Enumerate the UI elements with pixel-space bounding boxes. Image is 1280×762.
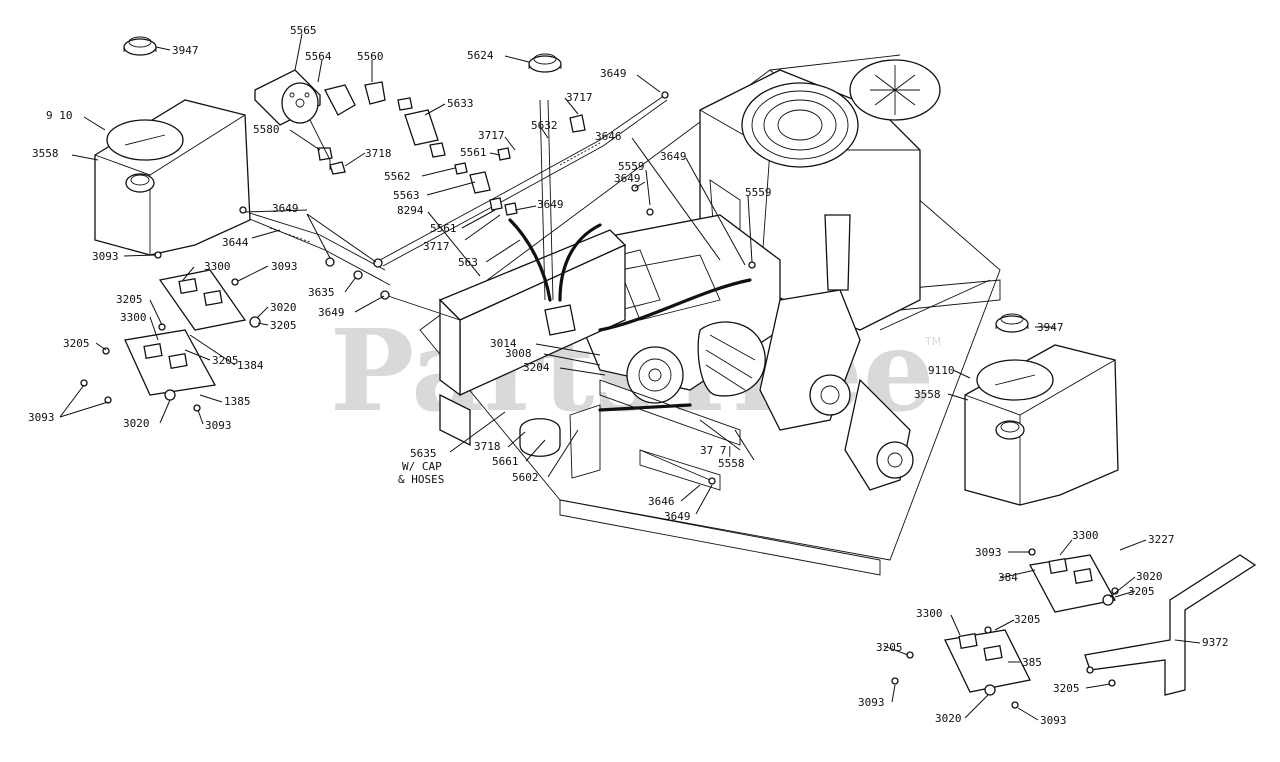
label-384: 384 bbox=[998, 571, 1018, 584]
bracket-right-upper bbox=[1029, 554, 1117, 613]
label-3205: 3205 bbox=[212, 354, 239, 367]
label-3093: 3093 bbox=[28, 411, 55, 424]
label-9372: 9372 bbox=[1202, 636, 1229, 649]
label-3649: 3649 bbox=[537, 198, 564, 211]
label-3300: 3300 bbox=[120, 311, 147, 324]
label-3093: 3093 bbox=[271, 260, 298, 273]
label-9110: 9110 bbox=[928, 364, 955, 377]
label-1385: 1385 bbox=[224, 395, 251, 408]
label-3771: 37 7| bbox=[700, 444, 733, 457]
label-5633: 5633 bbox=[447, 97, 474, 110]
pump-pulley bbox=[626, 346, 684, 404]
label-3649: 3649 bbox=[600, 67, 627, 80]
label-3717: 3717 bbox=[566, 91, 593, 104]
label-3300: 3300 bbox=[1072, 529, 1099, 542]
label-3649: 3649 bbox=[272, 202, 299, 215]
fuel-cap-top bbox=[123, 36, 157, 56]
label-5565: 5565 bbox=[290, 24, 317, 37]
label-3717: 3717 bbox=[423, 240, 450, 253]
label-3204: 3204 bbox=[523, 361, 550, 374]
label-3205: 3205 bbox=[1053, 682, 1080, 695]
label-3014: 3014 bbox=[490, 337, 517, 350]
leader-lines bbox=[59, 33, 1201, 721]
label-1384: 1384 bbox=[237, 359, 264, 372]
label-5635: 5635 bbox=[410, 447, 437, 460]
label-3093: 3093 bbox=[858, 696, 885, 709]
label-8294: 8294 bbox=[397, 204, 424, 217]
label-3558: 3558 bbox=[914, 388, 941, 401]
label-5602: 5602 bbox=[512, 471, 539, 484]
label-5632: 5632 bbox=[531, 119, 558, 132]
label-3644: 3644 bbox=[222, 236, 249, 249]
label-3020: 3020 bbox=[123, 417, 150, 430]
bracket-left-upper bbox=[158, 269, 247, 331]
watermark-trademark: TM bbox=[924, 335, 941, 348]
label-3205: 3205 bbox=[116, 293, 143, 306]
label-3205: 3205 bbox=[63, 337, 90, 350]
label-3093: 3093 bbox=[205, 419, 232, 432]
label-385: 385 bbox=[1022, 656, 1042, 669]
reservoir bbox=[519, 418, 561, 457]
frame-channel bbox=[438, 229, 741, 491]
fuel-filter bbox=[254, 69, 586, 216]
fuel-cap-center bbox=[528, 53, 562, 73]
label-5559: 5559 bbox=[745, 186, 772, 199]
label-3558: 3558 bbox=[32, 147, 59, 160]
part-labels: 3947 5565 5564 5560 5624 3649 9 10 3558 … bbox=[28, 24, 1229, 727]
label-3020: 3020 bbox=[935, 712, 962, 725]
label-3649: 3649 bbox=[614, 172, 641, 185]
label-5580: 5580 bbox=[253, 123, 280, 136]
label-5661: 5661 bbox=[492, 455, 519, 468]
label-3718: 3718 bbox=[474, 440, 501, 453]
label-5561: 5561 bbox=[430, 222, 457, 235]
label-5561: 5561 bbox=[460, 146, 487, 159]
engine-screen bbox=[741, 82, 859, 168]
label-563: 563 bbox=[458, 256, 478, 269]
label-5564: 5564 bbox=[305, 50, 332, 63]
label-5635-hoses: & HOSES bbox=[398, 473, 444, 486]
label-3227: 3227 bbox=[1148, 533, 1175, 546]
label-3635: 3635 bbox=[308, 286, 335, 299]
label-3718: 3718 bbox=[365, 147, 392, 160]
label-3717: 3717 bbox=[478, 129, 505, 142]
tow-handle bbox=[1084, 554, 1257, 696]
label-3205: 3205 bbox=[876, 641, 903, 654]
fuel-tank-left bbox=[94, 99, 251, 256]
label-3947: 3947 bbox=[1037, 321, 1064, 334]
label-5562: 5562 bbox=[384, 170, 411, 183]
label-3646: 3646 bbox=[648, 495, 675, 508]
label-5559: 5559 bbox=[618, 160, 645, 173]
label-3093: 3093 bbox=[1040, 714, 1067, 727]
label-3649: 3649 bbox=[664, 510, 691, 523]
label-3649: 3649 bbox=[660, 150, 687, 163]
label-5560: 5560 bbox=[357, 50, 384, 63]
label-3646: 3646 bbox=[595, 130, 622, 143]
label-3093: 3093 bbox=[975, 546, 1002, 559]
label-3205: 3205 bbox=[1128, 585, 1155, 598]
label-3020: 3020 bbox=[270, 301, 297, 314]
label-3947: 3947 bbox=[172, 44, 199, 57]
bracket-left-lower bbox=[124, 329, 217, 396]
label-9110: 9 10 bbox=[46, 109, 73, 122]
label-5635-cap: W/ CAP bbox=[402, 460, 442, 473]
label-3300: 3300 bbox=[916, 607, 943, 620]
label-3008: 3008 bbox=[505, 347, 532, 360]
hydraulic-hoses bbox=[508, 99, 752, 412]
label-3020: 3020 bbox=[1136, 570, 1163, 583]
label-5563: 5563 bbox=[393, 189, 420, 202]
bracket-right-lower bbox=[944, 629, 1031, 693]
label-3300: 3300 bbox=[204, 260, 231, 273]
label-3205: 3205 bbox=[1014, 613, 1041, 626]
label-3093: 3093 bbox=[92, 250, 119, 263]
fuel-cap-right bbox=[995, 313, 1029, 333]
label-3649: 3649 bbox=[318, 306, 345, 319]
label-5558: 5558 bbox=[718, 457, 745, 470]
label-5624: 5624 bbox=[467, 49, 494, 62]
label-3205: 3205 bbox=[270, 319, 297, 332]
fuel-tank-right bbox=[964, 344, 1119, 506]
